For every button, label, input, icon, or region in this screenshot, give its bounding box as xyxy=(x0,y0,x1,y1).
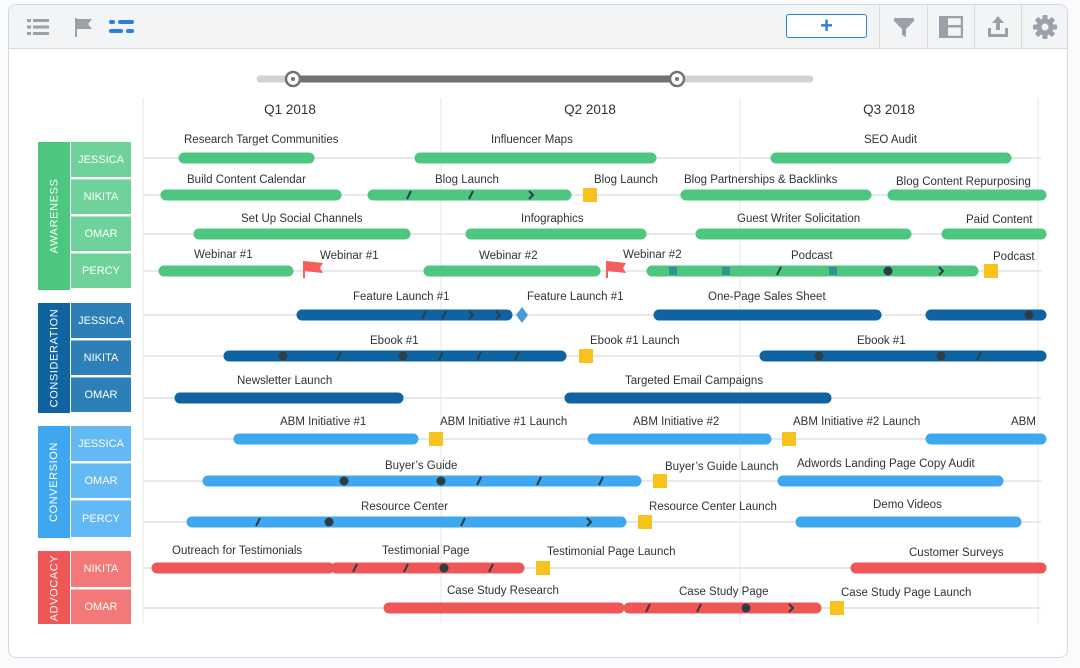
checkpoint-dot-icon xyxy=(814,351,824,361)
progress-tick-icon xyxy=(403,563,409,573)
chevron-right-icon xyxy=(586,517,593,527)
checkpoint-dot-icon xyxy=(436,476,446,486)
progress-tick-icon xyxy=(468,190,474,200)
toolbar-divider xyxy=(1021,5,1022,48)
progress-tick-icon xyxy=(598,476,604,486)
timeline-canvas xyxy=(142,70,1047,623)
progress-tick-icon xyxy=(441,310,447,320)
roadmap-app: + xyxy=(8,4,1068,658)
checkpoint-dot-icon xyxy=(883,266,893,276)
milestone-square-icon[interactable] xyxy=(536,561,550,575)
milestone-square-icon[interactable] xyxy=(984,264,998,278)
progress-tick-icon xyxy=(536,476,542,486)
square-marker-icon xyxy=(722,267,730,275)
timeline-icon[interactable] xyxy=(107,5,137,48)
progress-tick-icon xyxy=(645,603,651,613)
chevron-right-icon xyxy=(468,310,475,320)
checkpoint-dot-icon xyxy=(741,603,751,613)
milestone-square-icon[interactable] xyxy=(638,515,652,529)
progress-tick-icon xyxy=(488,563,494,573)
handle-dot-icon xyxy=(291,77,295,81)
milestone-square-icon[interactable] xyxy=(782,432,796,446)
progress-tick-icon xyxy=(696,603,702,613)
list-icon[interactable] xyxy=(23,5,53,48)
flag-icon[interactable] xyxy=(607,261,626,273)
progress-tick-icon xyxy=(476,476,482,486)
toolbar: + xyxy=(9,5,1067,49)
flag-icon[interactable] xyxy=(304,261,323,273)
checkpoint-dot-icon xyxy=(324,517,334,527)
toolbar-divider xyxy=(927,5,928,48)
settings-icon[interactable] xyxy=(1022,5,1067,48)
chevron-right-icon xyxy=(495,310,502,320)
progress-tick-icon xyxy=(352,563,358,573)
progress-tick-icon xyxy=(476,351,482,361)
progress-tick-icon xyxy=(438,351,444,361)
layout-icon[interactable] xyxy=(928,5,974,48)
square-marker-icon xyxy=(669,267,677,275)
progress-tick-icon xyxy=(514,351,520,361)
chevron-right-icon xyxy=(938,266,945,276)
checkpoint-dot-icon xyxy=(936,351,946,361)
flag-icon[interactable] xyxy=(69,5,99,48)
progress-tick-icon xyxy=(406,190,412,200)
add-button[interactable]: + xyxy=(786,14,867,38)
progress-tick-icon xyxy=(460,517,466,527)
square-marker-icon xyxy=(829,267,837,275)
progress-tick-icon xyxy=(776,266,782,276)
milestone-square-icon[interactable] xyxy=(579,349,593,363)
checkpoint-dot-icon xyxy=(439,563,449,573)
checkpoint-dot-icon xyxy=(398,351,408,361)
checkpoint-dot-icon xyxy=(1024,310,1034,320)
toolbar-divider xyxy=(974,5,975,48)
toolbar-divider xyxy=(879,5,880,48)
progress-tick-icon xyxy=(255,517,261,527)
milestone-square-icon[interactable] xyxy=(583,188,597,202)
milestone-square-icon[interactable] xyxy=(429,432,443,446)
progress-tick-icon xyxy=(336,351,342,361)
handle-dot-icon xyxy=(675,77,679,81)
filter-icon[interactable] xyxy=(880,5,927,48)
progress-tick-icon xyxy=(421,310,427,320)
chevron-right-icon xyxy=(788,603,795,613)
milestone-square-icon[interactable] xyxy=(653,474,667,488)
milestone-square-icon[interactable] xyxy=(830,601,844,615)
chevron-right-icon xyxy=(528,190,535,200)
progress-tick-icon xyxy=(976,351,982,361)
checkpoint-dot-icon xyxy=(339,476,349,486)
milestone-diamond-icon[interactable] xyxy=(516,307,528,323)
export-icon[interactable] xyxy=(975,5,1021,48)
checkpoint-dot-icon xyxy=(278,351,288,361)
